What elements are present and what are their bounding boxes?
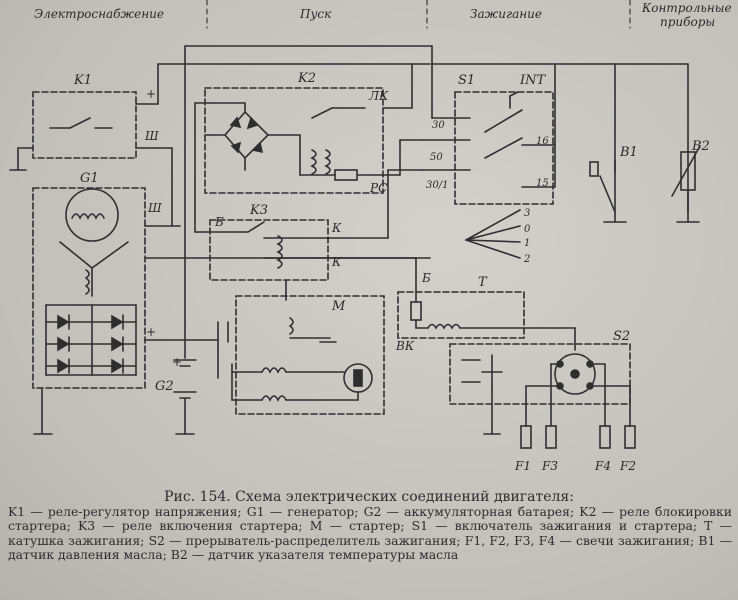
s2-label: S2 bbox=[613, 329, 630, 344]
g1-plus-terminal: + bbox=[146, 325, 156, 339]
k1-sh-terminal: Ш bbox=[144, 129, 159, 143]
distributor-s2 bbox=[449, 343, 631, 435]
s1-pin-16: 16 bbox=[536, 136, 549, 147]
s1-pin-30-1: 30/1 bbox=[426, 180, 448, 191]
k3-b-terminal: Б bbox=[214, 215, 224, 229]
g1-sh-terminal: Ш bbox=[147, 201, 162, 215]
starter-motor-m bbox=[217, 295, 385, 415]
k3-k-terminal-1: К bbox=[331, 221, 342, 235]
s1-pin-50: 50 bbox=[430, 152, 443, 163]
section-instruments-label-1: Контрольные bbox=[641, 1, 732, 15]
s1-label: S1 bbox=[458, 73, 475, 88]
figure-caption: Рис. 154. Схема электрических соединений… bbox=[6, 490, 732, 562]
s1-pos-0: 0 bbox=[524, 224, 531, 235]
ignition-switch-s1 bbox=[421, 91, 556, 259]
k3-k-terminal-2: К bbox=[331, 255, 342, 269]
g2-label: G2 bbox=[155, 379, 174, 394]
k3-label: K3 bbox=[249, 203, 268, 218]
b1-label: B1 bbox=[619, 145, 638, 160]
k2-lk-terminal: ЛК bbox=[368, 89, 389, 103]
k2-label: K2 bbox=[297, 71, 316, 86]
starter-lock-relay-k2 bbox=[204, 87, 384, 194]
coil-b-terminal: Б bbox=[421, 271, 431, 285]
caption-body: K1 — реле-регулятор напряжения; G1 — ген… bbox=[8, 504, 732, 562]
s1-pos-1: 1 bbox=[524, 238, 530, 249]
oil-pressure-sensor-b1 bbox=[589, 159, 627, 223]
f1-label: F1 bbox=[514, 459, 531, 473]
relay-regulator-k1 bbox=[32, 91, 137, 159]
f3-label: F3 bbox=[541, 459, 558, 473]
battery-g2 bbox=[173, 321, 197, 435]
g2-plus-terminal: + bbox=[172, 355, 182, 369]
s1-pos-2: 2 bbox=[523, 254, 530, 265]
b2-label: B2 bbox=[691, 139, 710, 154]
f2-label: F2 bbox=[619, 459, 636, 473]
section-start-label: Пуск bbox=[299, 7, 332, 21]
section-supply-label: Электроснабжение bbox=[34, 7, 164, 21]
s1-pin-15: 15 bbox=[536, 178, 549, 189]
k2-rs-terminal: РС bbox=[369, 181, 387, 195]
section-dividers bbox=[206, 0, 631, 29]
starter-relay-k3 bbox=[197, 219, 351, 301]
s1-int-label: INT bbox=[519, 73, 547, 88]
section-instruments-label-2: приборы bbox=[660, 15, 715, 29]
vk-label: ВК bbox=[395, 339, 415, 353]
t-label: T bbox=[478, 275, 488, 290]
g1-label: G1 bbox=[80, 171, 99, 186]
m-label: M bbox=[331, 299, 346, 314]
section-ignition-label: Зажигание bbox=[470, 7, 542, 21]
s1-pin-30: 30 bbox=[432, 120, 445, 131]
k1-plus-terminal: + bbox=[146, 87, 156, 101]
oil-temp-sensor-b2 bbox=[671, 145, 701, 223]
s1-pos-3: 3 bbox=[524, 208, 530, 219]
ignition-coil-t bbox=[397, 257, 576, 351]
f4-label: F4 bbox=[594, 459, 611, 473]
caption-title: Рис. 154. Схема электрических соединений… bbox=[164, 489, 574, 505]
spark-plugs bbox=[520, 425, 636, 449]
generator-g1 bbox=[32, 187, 146, 435]
k1-label: K1 bbox=[73, 73, 92, 88]
